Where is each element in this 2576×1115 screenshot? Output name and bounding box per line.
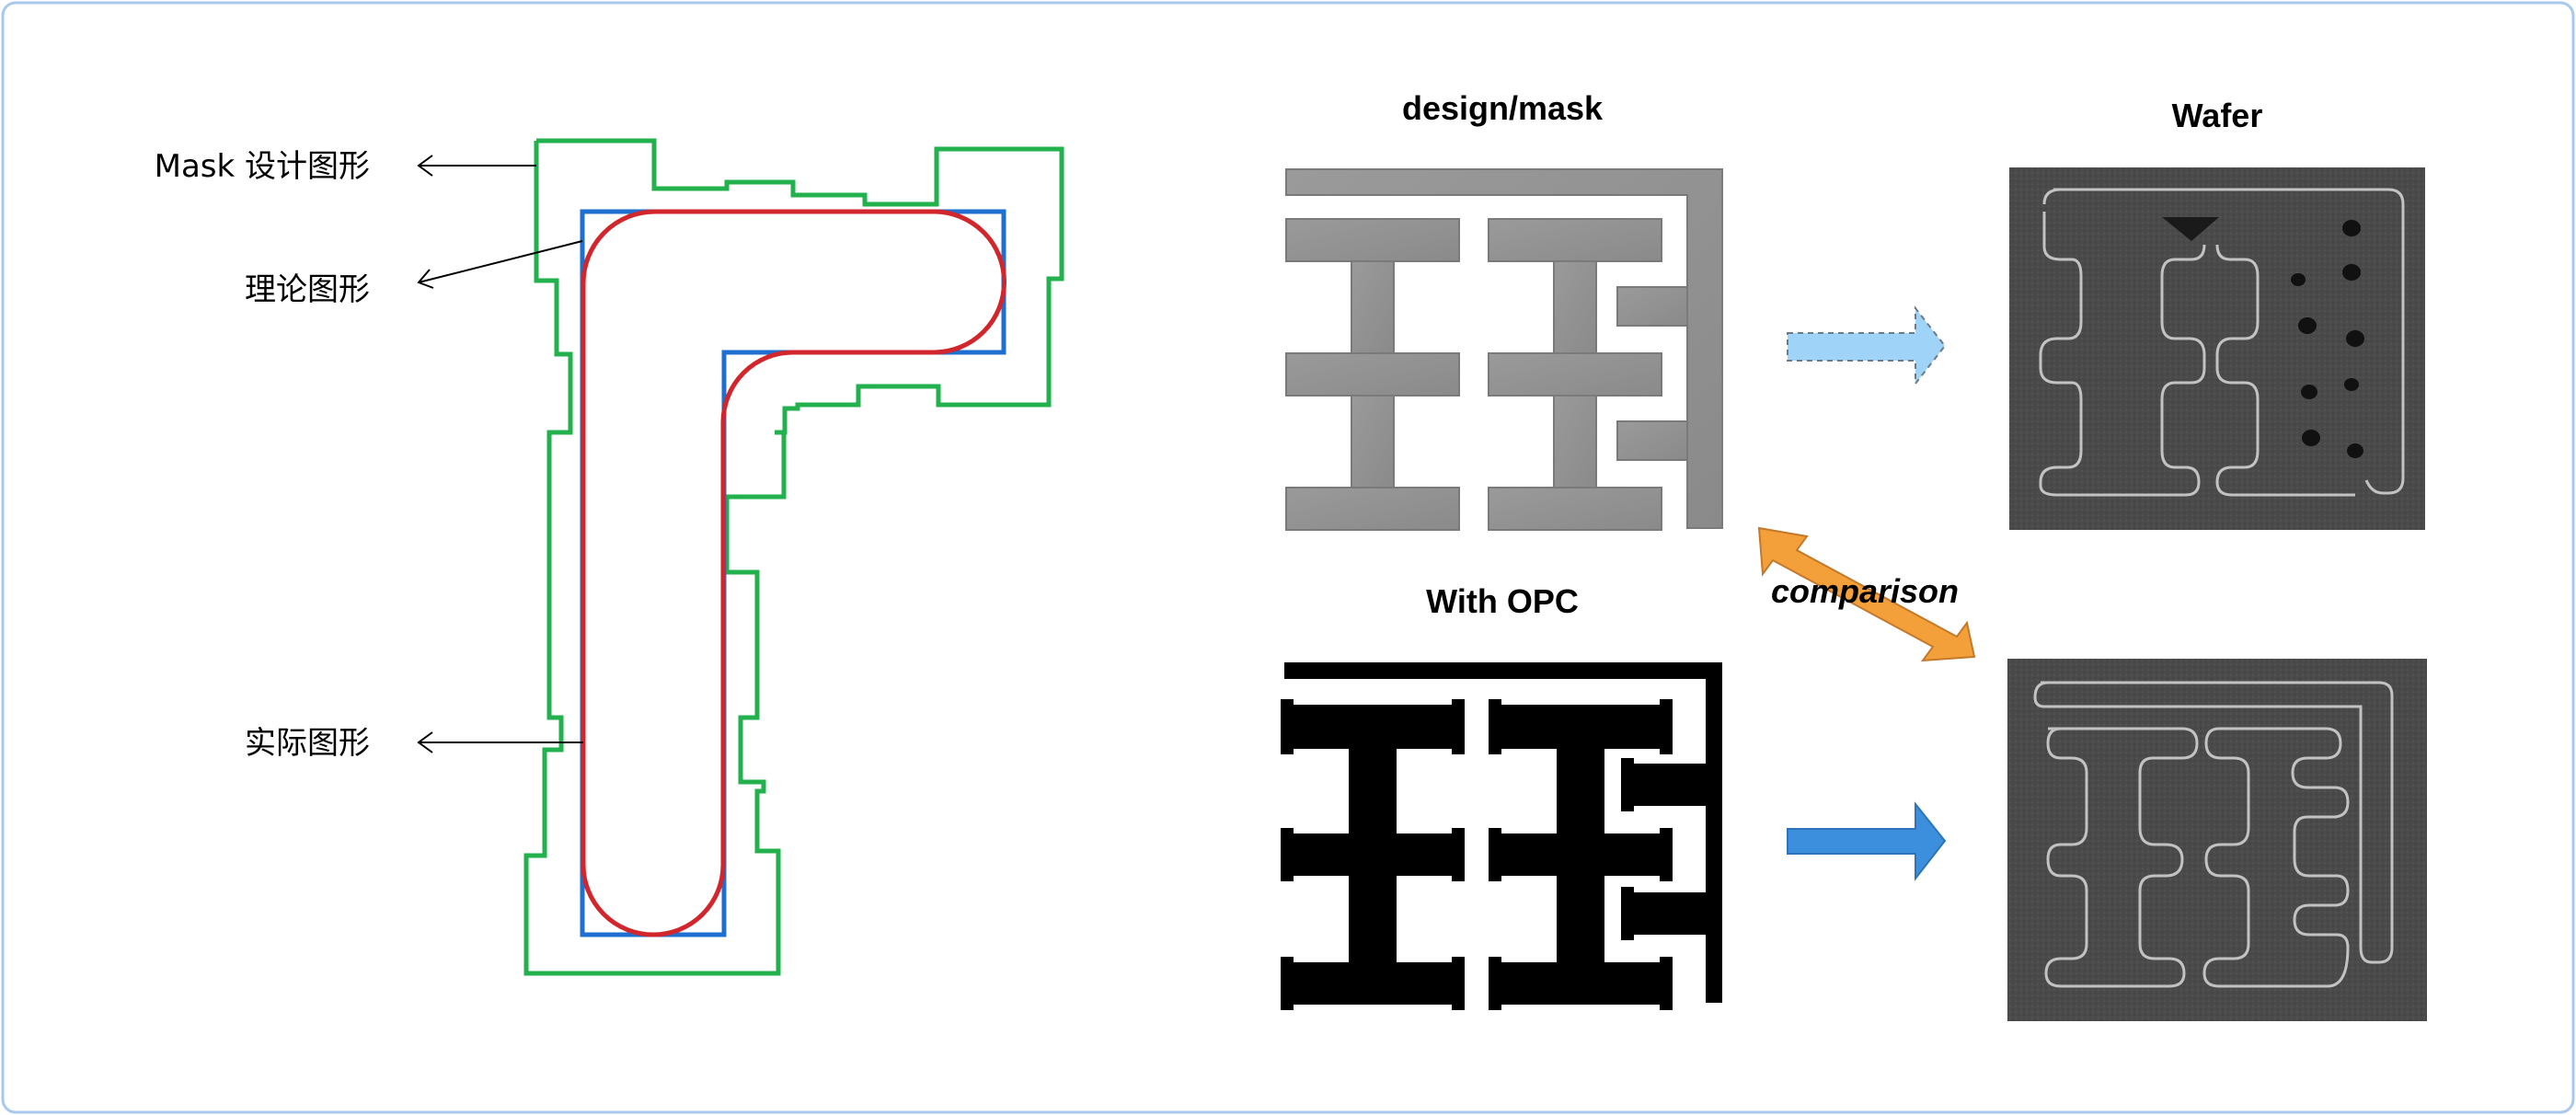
title-wafer: Wafer — [2172, 97, 2263, 134]
arrowhead-mask-design — [417, 155, 433, 177]
arrow-design-to-wafer — [1787, 305, 1947, 386]
design-mask-pattern — [1285, 168, 1723, 531]
opc-pattern — [1281, 662, 1722, 1010]
label-actual: 实际图形 — [245, 725, 370, 762]
arrowhead-actual — [417, 731, 433, 753]
mask-outline-lower-visible — [523, 141, 787, 976]
label-theoretical: 理论图形 — [245, 271, 370, 308]
label-mask-design: Mask 设计图形 — [155, 148, 370, 185]
comparison-double-arrow — [1757, 526, 1976, 662]
wafer-image-bottom — [2007, 659, 2427, 1021]
pointer-theoretical — [418, 240, 583, 283]
title-with-opc: With OPC — [1426, 582, 1579, 620]
title-design-mask: design/mask — [1402, 89, 1604, 127]
actual-outline — [581, 209, 1006, 937]
theoretical-outline — [580, 209, 1006, 937]
label-comparison: comparison — [1771, 572, 1959, 610]
mask-outline — [536, 138, 1064, 435]
arrow-opc-to-wafer — [1787, 801, 1947, 881]
opc-comparison: design/mask Wafer With OPC — [1281, 89, 2427, 1021]
wafer-image-top — [2009, 167, 2425, 530]
arrowhead-theoretical — [417, 269, 434, 289]
opc-shape-diagram: Mask 设计图形 理论图形 实际图形 — [155, 138, 1064, 976]
